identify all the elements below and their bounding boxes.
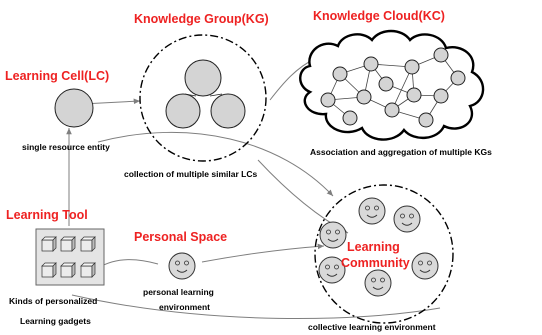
community-title-line2: Community <box>341 256 410 270</box>
community-title-line1: Learning <box>347 240 400 254</box>
knowledge-cloud-title: Knowledge Cloud(KC) <box>313 9 445 23</box>
smiley-icon <box>319 221 347 249</box>
line-tool-to-community <box>71 294 441 320</box>
learning-cell-node <box>54 88 94 128</box>
arrow-ps-to-community <box>201 243 325 263</box>
kc-nodes <box>320 47 466 128</box>
knowledge-cloud-caption: Association and aggregation of multiple … <box>310 147 492 157</box>
learning-cell-caption: single resource entity <box>22 142 110 152</box>
knowledge-group-caption: collection of multiple similar LCs <box>124 169 257 179</box>
kg-branch-lines <box>184 93 223 97</box>
personal-space-title: Personal Space <box>134 230 227 244</box>
arrow-lc-to-community <box>97 131 334 197</box>
learning-community: Learning Community collective learning e… <box>308 184 454 332</box>
personal-smiley-icon <box>168 252 196 280</box>
personal-space: Personal Space personal learning environ… <box>134 230 227 312</box>
learning-cell-title: Learning Cell(LC) <box>5 69 109 83</box>
learning-tool-title: Learning Tool <box>6 208 88 222</box>
learning-cell: Learning Cell(LC) single resource entity <box>5 69 110 152</box>
learning-tool: Learning Tool Kinds of personalized Lear… <box>6 208 105 326</box>
knowledge-cloud: Knowledge Cloud(KC) <box>299 9 492 157</box>
community-caption: collective learning environment <box>308 322 436 332</box>
kg-node-left <box>165 93 201 129</box>
smiley-icon <box>364 269 392 297</box>
smiley-icon <box>358 197 386 225</box>
knowledge-group-title: Knowledge Group(KG) <box>134 12 269 26</box>
kg-node-right <box>210 93 246 129</box>
kg-node-top <box>184 59 222 97</box>
smiley-icon <box>393 205 421 233</box>
personal-space-caption-line2: environment <box>159 302 210 312</box>
knowledge-group: Knowledge Group(KG) collection of multip… <box>124 12 269 179</box>
smiley-icon <box>411 252 439 280</box>
personal-space-caption-line1: personal learning <box>143 287 214 297</box>
knowledge-group-boundary <box>139 34 267 162</box>
community-boundary <box>314 184 454 324</box>
learning-tool-caption-line2: Learning gadgets <box>20 316 91 326</box>
learning-tool-caption-line1: Kinds of personalized <box>9 296 97 306</box>
line-tool-to-ps <box>97 259 159 269</box>
